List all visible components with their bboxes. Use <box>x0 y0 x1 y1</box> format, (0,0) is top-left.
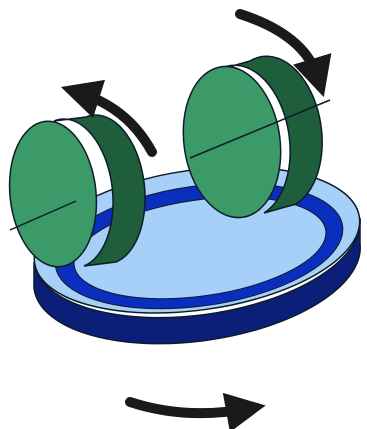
wheel-left-side <box>53 114 146 267</box>
wheel-left <box>8 114 146 268</box>
arrow-right-wheel <box>235 9 332 98</box>
wheel-left-axle <box>9 200 77 231</box>
arrow-turntable <box>125 392 266 429</box>
rotation-arrows <box>60 9 332 429</box>
wheel-right-face <box>182 65 282 219</box>
wheel-left-face <box>8 120 98 268</box>
turntable-side <box>33 217 361 345</box>
arrow-left-wheel <box>60 79 157 157</box>
wheel-right-axle <box>189 99 331 159</box>
